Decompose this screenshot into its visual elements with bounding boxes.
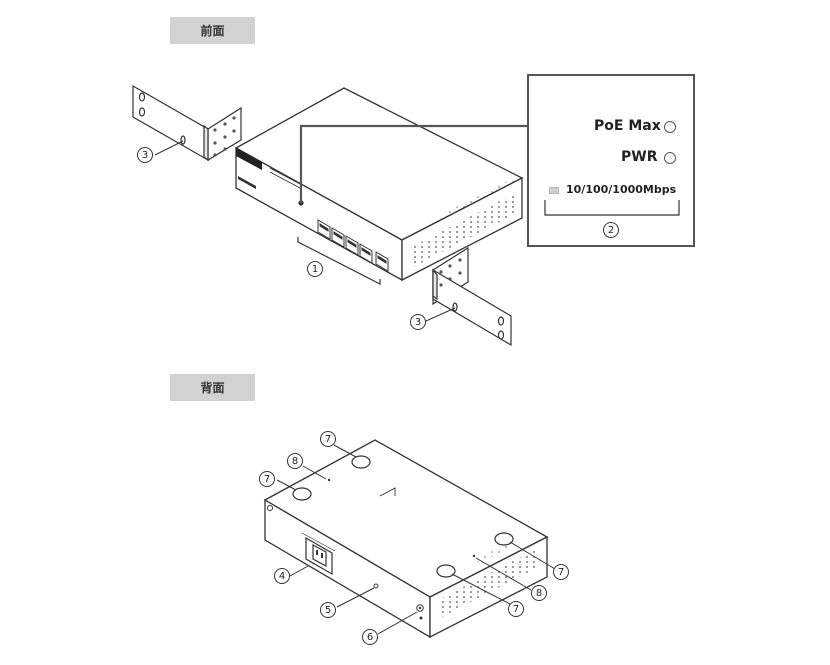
ethernet-ports bbox=[317, 219, 389, 272]
led-group-bracket bbox=[544, 200, 680, 216]
speed-label: 10/100/1000Mbps bbox=[566, 183, 677, 196]
callout-leader bbox=[425, 307, 456, 322]
callout-ports: 1 bbox=[307, 261, 323, 277]
callout-led-panel: 2 bbox=[603, 222, 619, 238]
left-rack-bracket bbox=[132, 84, 242, 162]
pwr-led-icon bbox=[664, 152, 676, 164]
power-inlet bbox=[305, 536, 333, 576]
right-rack-bracket bbox=[432, 246, 512, 347]
callout-bracket-left: 3 bbox=[137, 147, 153, 163]
callout-power-inlet: 4 bbox=[274, 568, 290, 584]
rubber-feet bbox=[292, 455, 514, 578]
callout-ground-screw: 6 bbox=[362, 629, 378, 645]
led-detail-panel: PoE Max PWR 10/100/1000Mbps bbox=[527, 74, 695, 247]
callout-foot-top: 7 bbox=[320, 431, 336, 447]
callout-screw-hole-top: 8 bbox=[287, 453, 303, 469]
front-section-label: 前面 bbox=[170, 17, 255, 44]
callout-foot-left: 7 bbox=[259, 471, 275, 487]
callout-security-slot: 5 bbox=[320, 602, 336, 618]
callout-leader bbox=[154, 140, 184, 156]
callout-screw-hole-bottom: 8 bbox=[531, 585, 547, 601]
poe-max-led-icon bbox=[664, 121, 676, 133]
back-section-label: 背面 bbox=[170, 374, 255, 401]
ports-bracket bbox=[297, 237, 381, 285]
callout-foot-bottom: 7 bbox=[508, 601, 524, 617]
pwr-label: PWR bbox=[621, 149, 658, 165]
speed-led-icon bbox=[549, 187, 559, 194]
callout-foot-right: 7 bbox=[553, 564, 569, 580]
poe-max-label: PoE Max bbox=[594, 118, 661, 134]
callout-bracket-right: 3 bbox=[410, 314, 426, 330]
back-callout-leaders bbox=[276, 444, 556, 635]
switch-front-body bbox=[234, 87, 524, 282]
